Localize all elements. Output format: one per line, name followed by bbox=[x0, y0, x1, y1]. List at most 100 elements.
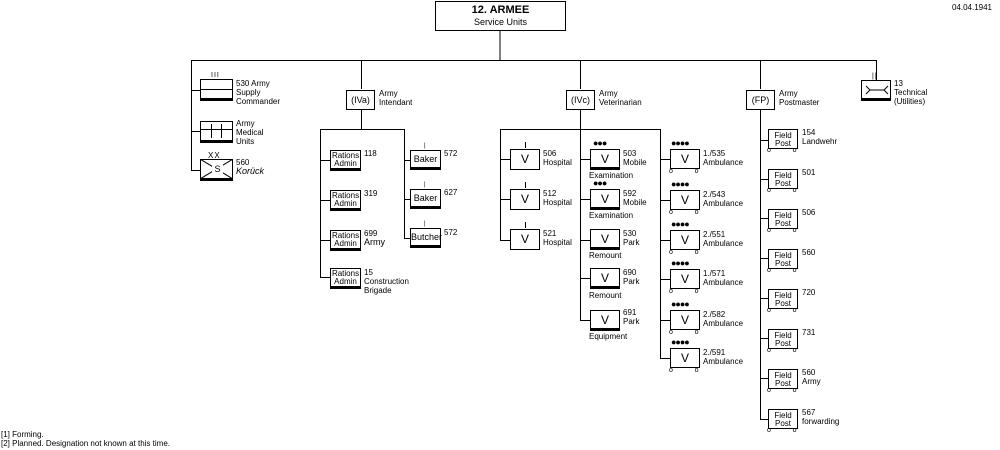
ambulance-wheels: o o bbox=[669, 288, 701, 295]
ambulance-label: 2./582 Ambulance bbox=[703, 310, 744, 328]
butcher-572-label: 572 bbox=[444, 228, 458, 237]
vet-park-691-below: Equipment bbox=[589, 332, 628, 341]
vet-park-691-label: 691 Park bbox=[623, 308, 640, 326]
ambulance-label: 2./551 Ambulance bbox=[703, 230, 744, 248]
field-post-label: 501 bbox=[802, 168, 816, 177]
ambulance-wheels: o o bbox=[669, 249, 701, 256]
ambulance-box: V bbox=[670, 190, 700, 210]
rations-admin-118-label: 118 bbox=[364, 149, 377, 158]
koruck-label: 560 Korück bbox=[236, 158, 265, 176]
butcher-572-box: Butcher bbox=[410, 228, 442, 248]
ambulance-dots: ●●●● bbox=[671, 138, 690, 148]
postmaster-label: Army Postmaster bbox=[779, 89, 820, 107]
baker-572-box: Baker bbox=[410, 150, 441, 170]
intendant-label: Army Intendant bbox=[379, 89, 413, 107]
intendant-box: (IVa) bbox=[346, 90, 375, 110]
ambulance-dots: ●●●● bbox=[671, 299, 690, 309]
field-post-label: 154 Landwehr bbox=[802, 128, 838, 146]
vet-hospital-512-label: 512 Hospital bbox=[543, 189, 572, 207]
ambulance-box: V bbox=[670, 230, 700, 250]
ambulance-box: V bbox=[670, 149, 700, 169]
ambulance-box: V bbox=[670, 348, 700, 368]
field-post-label: 506 bbox=[802, 208, 816, 217]
supply-commander-box bbox=[200, 79, 233, 101]
ambulance-box: V bbox=[670, 310, 700, 330]
baker-1-echelon: | bbox=[424, 143, 426, 149]
vet-hospital-521-box: V bbox=[510, 229, 540, 250]
baker-572-label: 572 bbox=[444, 149, 458, 158]
ambulance-dots: ●●●● bbox=[671, 258, 690, 268]
ambulance-dots: ●●●● bbox=[671, 337, 690, 347]
baker-2-echelon: | bbox=[424, 182, 426, 188]
vet-hospital-506-tick bbox=[525, 142, 526, 148]
field-post-wheels: o o bbox=[767, 147, 799, 154]
vet-mobile-503-label: 503 Mobile bbox=[623, 149, 647, 167]
ambulance-label: 2./543 Ambulance bbox=[703, 190, 744, 208]
ambulance-wheels: o o bbox=[669, 329, 701, 336]
vet-hospital-521-tick bbox=[525, 222, 526, 228]
ambulance-box: V bbox=[670, 269, 700, 289]
vet-mobile-592-box: V bbox=[590, 189, 620, 210]
baker-627-label: 627 bbox=[444, 188, 458, 197]
footnote-1: [1] Forming. bbox=[1, 430, 44, 439]
vet-park-691-box: V bbox=[590, 310, 620, 331]
rations-admin-319-label: 319 bbox=[364, 189, 378, 198]
technical-box bbox=[861, 80, 891, 101]
field-post-label: 560 bbox=[802, 248, 816, 257]
baker-627-box: Baker bbox=[410, 189, 441, 209]
field-post-label: 731 bbox=[802, 328, 816, 337]
vet-mobile-592-label: 592 Mobile bbox=[623, 189, 647, 207]
vet-park-530-below: Remount bbox=[589, 251, 622, 260]
field-post-wheels: o o bbox=[767, 387, 799, 394]
vet-hospital-512-tick bbox=[525, 182, 526, 188]
field-post-label: 567 forwarding bbox=[802, 408, 840, 426]
ambulance-wheels: o o bbox=[669, 168, 701, 175]
rations-admin-699-label: 699 Army bbox=[364, 229, 385, 247]
field-post-wheels: o o bbox=[767, 307, 799, 314]
ambulance-label: 2./591 Ambulance bbox=[703, 348, 744, 366]
ambulance-dots: ●●●● bbox=[671, 219, 690, 229]
ambulance-label: 1./535 Ambulance bbox=[703, 149, 744, 167]
vet-hospital-506-label: 506 Hospital bbox=[543, 149, 572, 167]
technical-wrench-icon bbox=[865, 85, 889, 95]
footnote-2: [2] Planned. Designation not known at th… bbox=[1, 439, 170, 448]
vet-mobile-503-below: Examination bbox=[589, 171, 634, 180]
vet-park-690-label: 690 Park bbox=[623, 268, 640, 286]
koruck-echelon-symbol: XX bbox=[208, 151, 221, 160]
butcher-echelon: | bbox=[424, 221, 426, 227]
vet-park-530-label: 530 Park bbox=[623, 229, 640, 247]
vet-mobile-503-box: V bbox=[590, 149, 620, 170]
vet-mobile-503-dots: ●●● bbox=[593, 138, 607, 148]
vet-mobile-592-below: Examination bbox=[589, 211, 634, 220]
ambulance-label: 1./571 Ambulance bbox=[703, 269, 744, 287]
medical-units-box bbox=[200, 121, 233, 143]
field-post-wheels: o o bbox=[767, 227, 799, 234]
vet-hospital-512-box: V bbox=[510, 189, 540, 210]
army-title: 12. ARMEE bbox=[471, 4, 530, 16]
vet-park-690-box: V bbox=[590, 268, 620, 289]
ambulance-dots: ●●●● bbox=[671, 179, 690, 189]
postmaster-box: (FP) bbox=[746, 90, 775, 110]
field-post-wheels: o o bbox=[767, 267, 799, 274]
ambulance-wheels: o o bbox=[669, 367, 701, 374]
rations-admin-15-label: 15 Construction Brigade bbox=[364, 268, 409, 295]
technical-echelon: || bbox=[872, 73, 878, 80]
supply-echelon-symbol: III bbox=[211, 72, 220, 79]
supply-commander-label: 530 Army Supply Commander bbox=[236, 79, 281, 106]
vet-mobile-592-dots: ●●● bbox=[593, 178, 607, 188]
vet-hospital-506-box: V bbox=[510, 149, 540, 170]
medical-units-label: Army Medical Units bbox=[236, 119, 264, 146]
ambulance-wheels: o o bbox=[669, 209, 701, 216]
field-post-label: 560 Army bbox=[802, 368, 821, 386]
vet-park-690-below: Remount bbox=[589, 291, 622, 300]
army-subtitle: Service Units bbox=[473, 17, 527, 27]
vet-park-530-box: V bbox=[590, 229, 620, 250]
